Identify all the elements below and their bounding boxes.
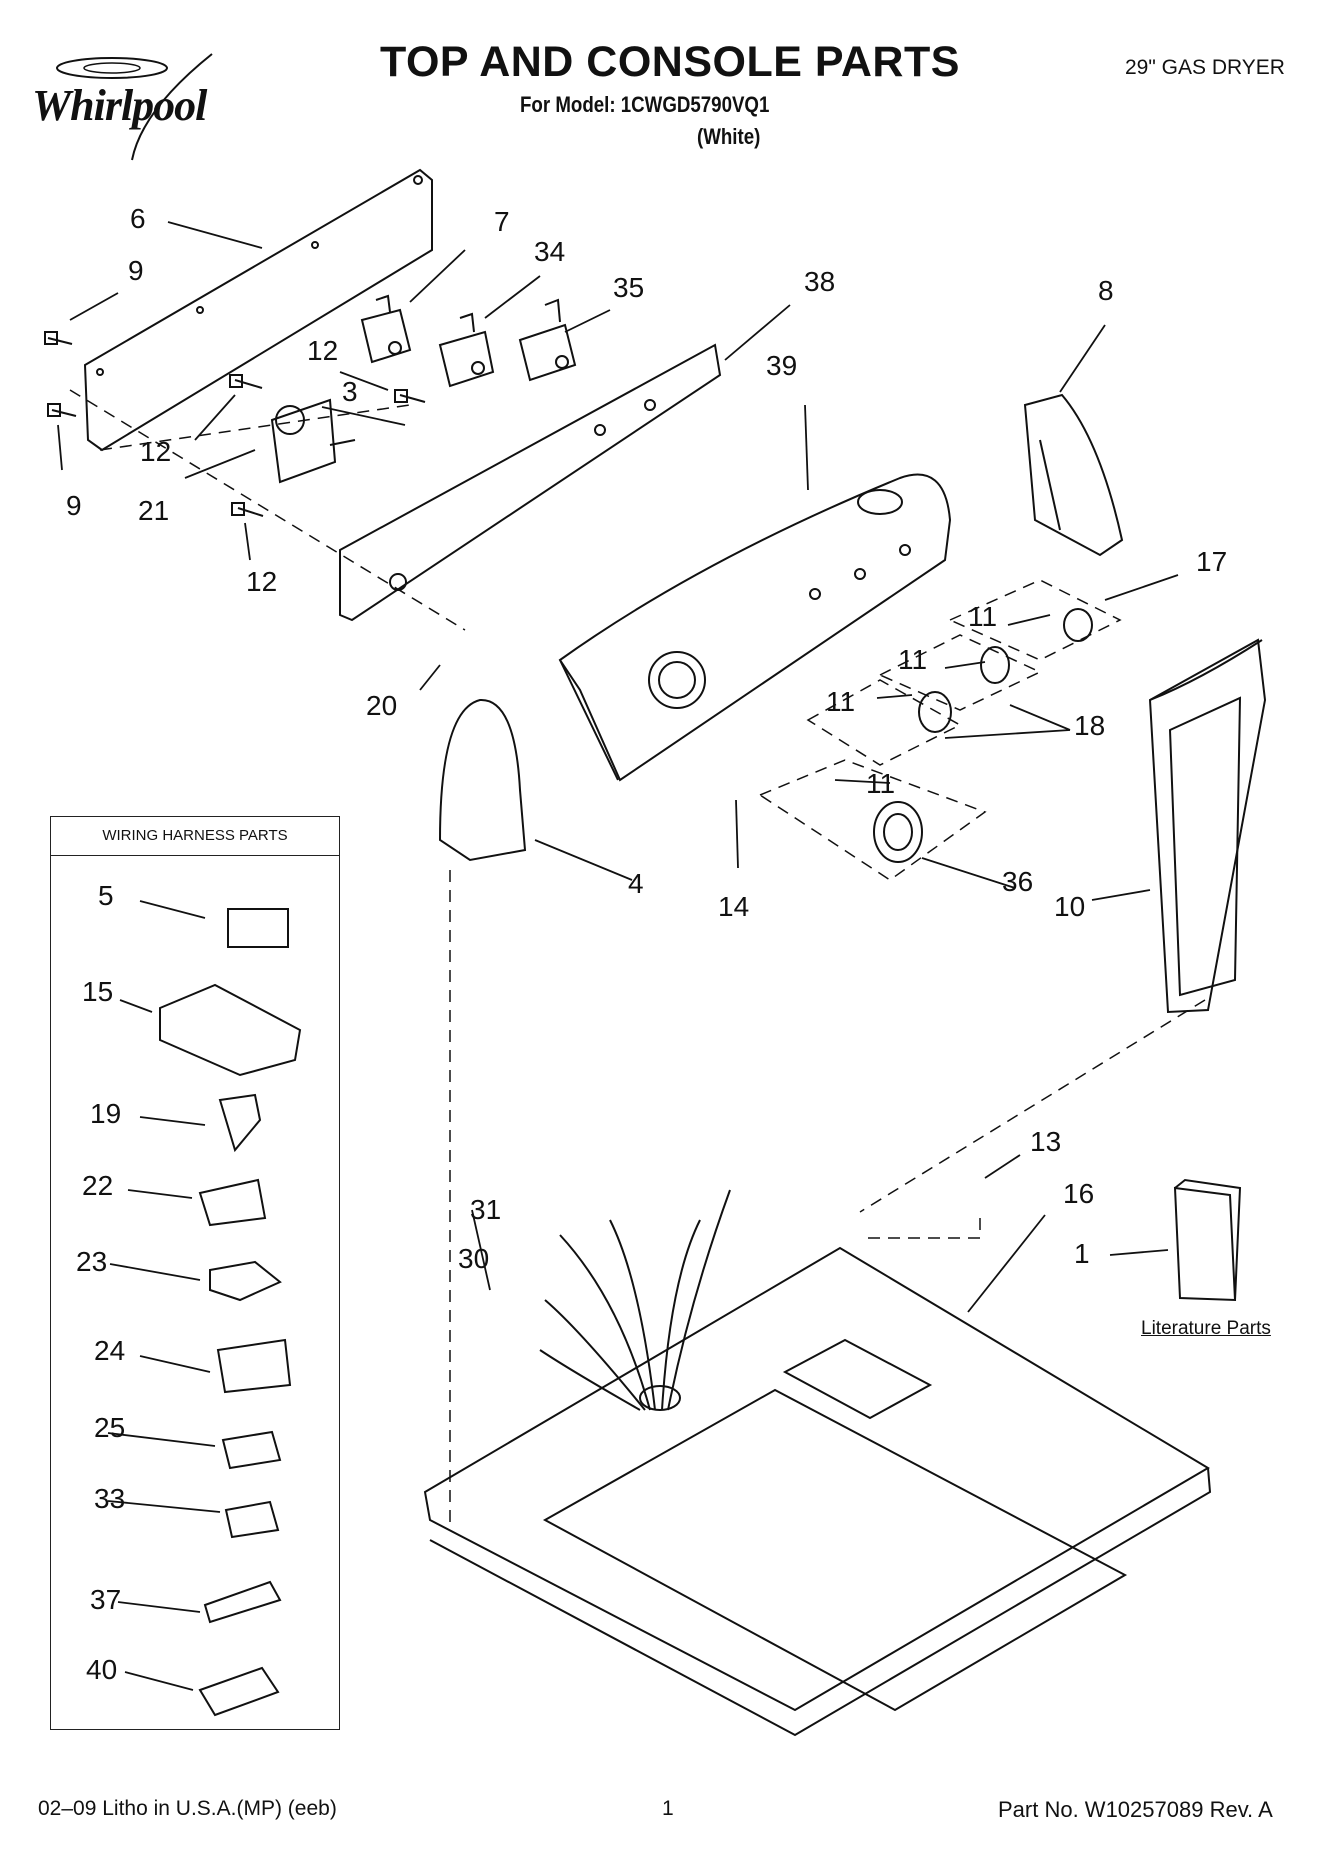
leader-lines (69, 389, 1206, 1530)
harness-callout-number: 24 (94, 1335, 126, 1366)
knob-part (873, 608, 1093, 863)
callout-arrows (57, 221, 1179, 1691)
callout-number: 9 (66, 490, 82, 521)
callout-number: 30 (458, 1243, 490, 1274)
callout-number: 18 (1074, 710, 1106, 741)
page-title: TOP AND CONSOLE PARTS (380, 38, 960, 86)
harness-callout-number: 19 (90, 1098, 122, 1129)
screw-part (44, 331, 426, 517)
callout-number: 39 (766, 350, 798, 381)
callout-number: 12 (246, 566, 278, 597)
end-cap-part (438, 698, 527, 862)
harness-connector-part (159, 908, 302, 1717)
wiring-harness-panel (50, 816, 340, 1730)
console-mounting-plate-part (339, 343, 722, 622)
harness-callout-number: 23 (76, 1246, 108, 1277)
lint-screen-part (1148, 638, 1267, 1014)
callout-number: 16 (1063, 1178, 1095, 1209)
callout-number: 1 (1074, 1238, 1090, 1269)
harness-callout-number: 15 (82, 976, 114, 1007)
callout-number: 35 (613, 272, 645, 303)
callout-number: 4 (628, 868, 644, 899)
selector-switch-part (360, 294, 577, 388)
model-color: (White) (697, 124, 761, 149)
end-cap-part (1023, 393, 1124, 557)
print-info: 02–09 Litho in U.S.A.(MP) (eeb) (38, 1797, 337, 1820)
callout-number: 8 (1098, 275, 1114, 306)
callout-number: 11 (826, 686, 856, 717)
callout-number: 17 (1196, 546, 1228, 577)
model-number: For Model: 1CWGD5790VQ1 (520, 92, 770, 117)
callout-number: 11 (866, 768, 896, 799)
callout-number: 13 (1030, 1126, 1062, 1157)
logo-swoosh-icon (56, 53, 213, 161)
whirlpool-logo (22, 50, 262, 170)
harness-callout-number: 37 (90, 1584, 122, 1615)
wire-harness-part (539, 1189, 731, 1411)
callout-number: 12 (307, 335, 339, 366)
harness-callout-number: 25 (94, 1412, 126, 1443)
callout-number: 9 (128, 255, 144, 286)
wiring-harness-heading: WIRING HARNESS PARTS (50, 816, 340, 856)
harness-callout-number: 5 (98, 880, 114, 911)
callout-number: 3 (342, 376, 358, 407)
literature-parts-label: Literature Parts (1141, 1318, 1271, 1339)
callout-number: 11 (898, 644, 928, 675)
harness-callout-number: 40 (86, 1654, 118, 1685)
callout-number: 38 (804, 266, 836, 297)
dryer-top-panel-part (423, 1246, 1212, 1737)
callout-number: 36 (1002, 866, 1034, 897)
callout-number: 20 (366, 690, 398, 721)
harness-callout-number: 22 (82, 1170, 114, 1201)
callout-number: 14 (718, 891, 750, 922)
callout-number: 11 (968, 601, 998, 632)
callout-number: 10 (1054, 891, 1086, 922)
callout-number: 7 (494, 206, 510, 237)
console-part (558, 473, 952, 782)
callout-number: 12 (140, 436, 172, 467)
callout-number: 6 (130, 203, 146, 234)
page-number: 1 (662, 1797, 674, 1820)
callout-number: 34 (534, 236, 566, 267)
product-type: 29" GAS DRYER (1125, 56, 1285, 79)
brand-wordmark: Whirlpool (32, 81, 207, 130)
part-number: Part No. W10257089 Rev. A (998, 1797, 1273, 1822)
rear-control-panel-part (83, 168, 433, 452)
literature-pack-part (1173, 1178, 1242, 1302)
callout-number: 31 (470, 1194, 502, 1225)
harness-callout-number: 33 (94, 1483, 126, 1514)
callout-number: 21 (138, 495, 170, 526)
